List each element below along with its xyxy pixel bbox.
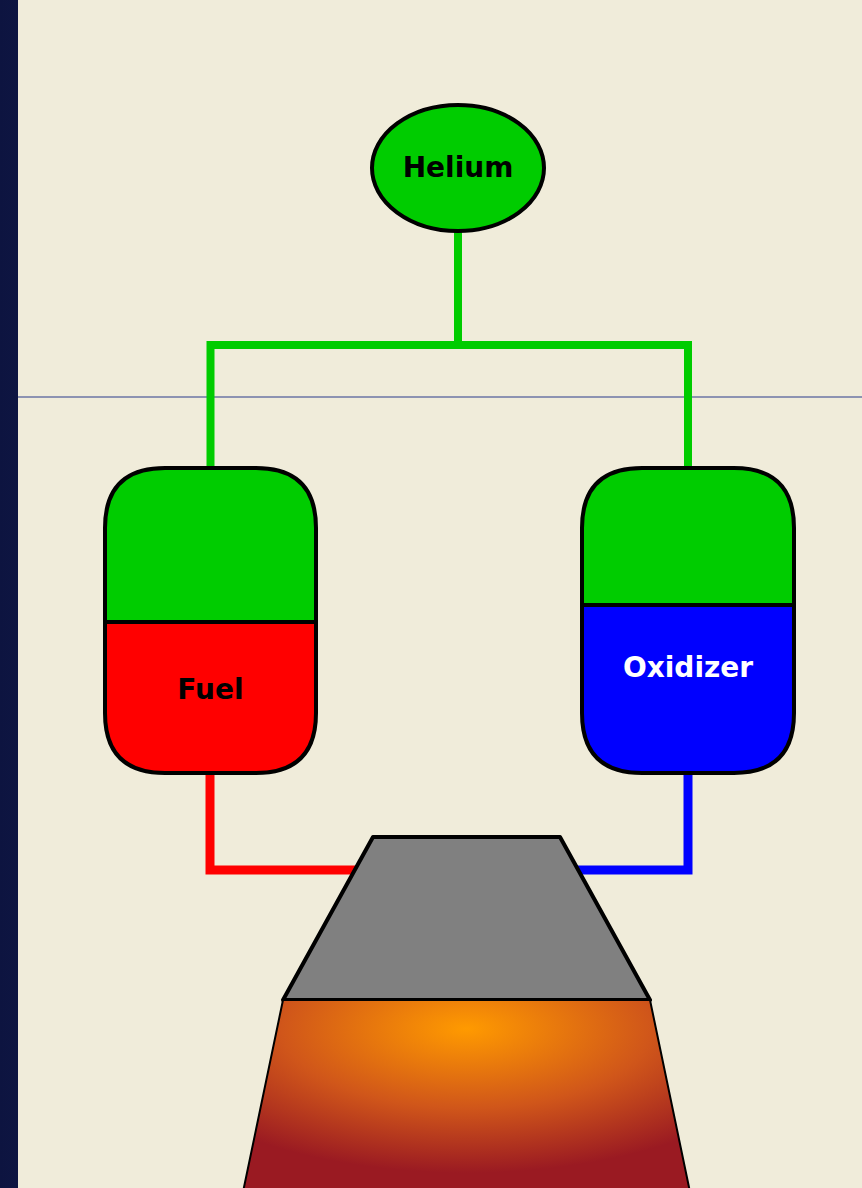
ullage-gas — [103, 466, 318, 622]
combustion-chamber — [283, 837, 650, 1000]
node-label: Fuel — [177, 674, 243, 706]
fuel-tank: Fuel — [103, 466, 318, 775]
tank-wall — [105, 468, 316, 773]
ellipse — [372, 105, 544, 231]
liquid — [103, 622, 318, 775]
rule-line — [18, 397, 862, 398]
pressurant-line — [211, 232, 459, 467]
node-label: Helium — [403, 152, 514, 184]
ullage-gas — [580, 466, 796, 605]
label-area: Fuel — [103, 670, 318, 710]
outline — [103, 466, 318, 775]
liquid-level — [582, 603, 794, 607]
tank-wall — [582, 468, 794, 773]
liquid-level — [105, 620, 316, 624]
gas-bottle: Helium — [370, 103, 546, 233]
node-label: Oxidizer — [623, 652, 753, 684]
outline — [580, 466, 796, 775]
pressurant-line — [458, 232, 688, 467]
oxidizer-tank: Oxidizer — [580, 466, 796, 775]
nozzle-exhaust — [243, 1000, 690, 1188]
fuel-line — [210, 770, 365, 870]
label-area: Helium — [370, 148, 546, 188]
label-area: Oxidizer — [580, 648, 796, 688]
liquid — [580, 605, 796, 775]
